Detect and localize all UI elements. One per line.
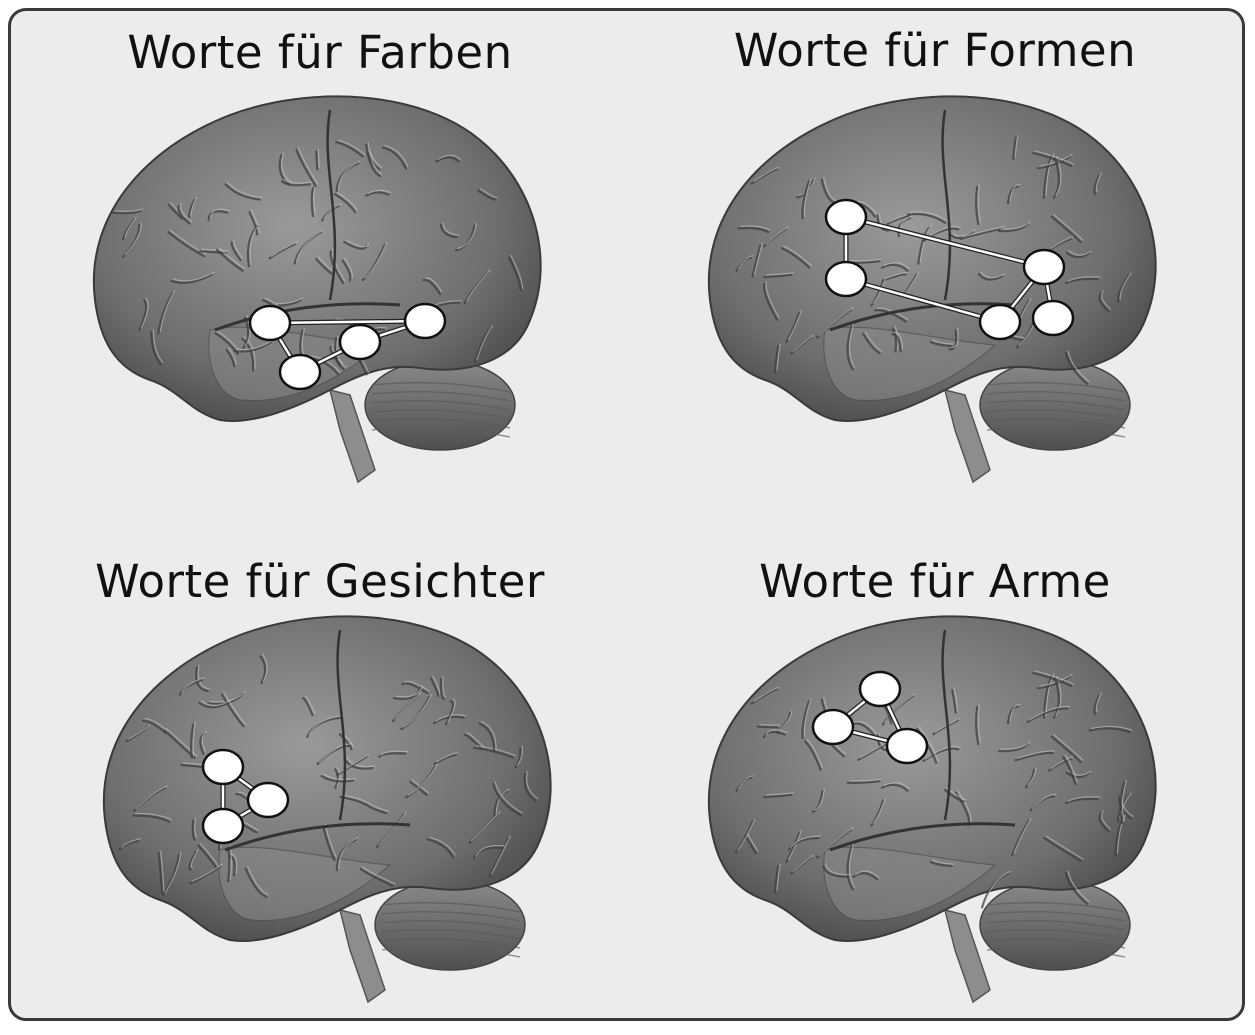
brain-2 [104, 616, 551, 1002]
node-2-1 [248, 783, 288, 817]
node-3-2 [887, 729, 927, 763]
node-3-0 [860, 672, 900, 706]
brain-0 [94, 96, 541, 482]
node-1-3 [980, 305, 1020, 339]
brain-3 [709, 616, 1156, 1002]
node-3-1 [813, 710, 853, 744]
brain-1 [709, 96, 1156, 482]
node-1-2 [1024, 250, 1064, 284]
node-2-2 [203, 809, 243, 843]
node-1-1 [826, 262, 866, 296]
node-0-1 [405, 304, 445, 338]
node-0-0 [250, 306, 290, 340]
node-1-4 [1033, 301, 1073, 335]
node-2-0 [203, 750, 243, 784]
node-0-3 [280, 355, 320, 389]
node-0-2 [340, 325, 380, 359]
node-1-0 [826, 200, 866, 234]
